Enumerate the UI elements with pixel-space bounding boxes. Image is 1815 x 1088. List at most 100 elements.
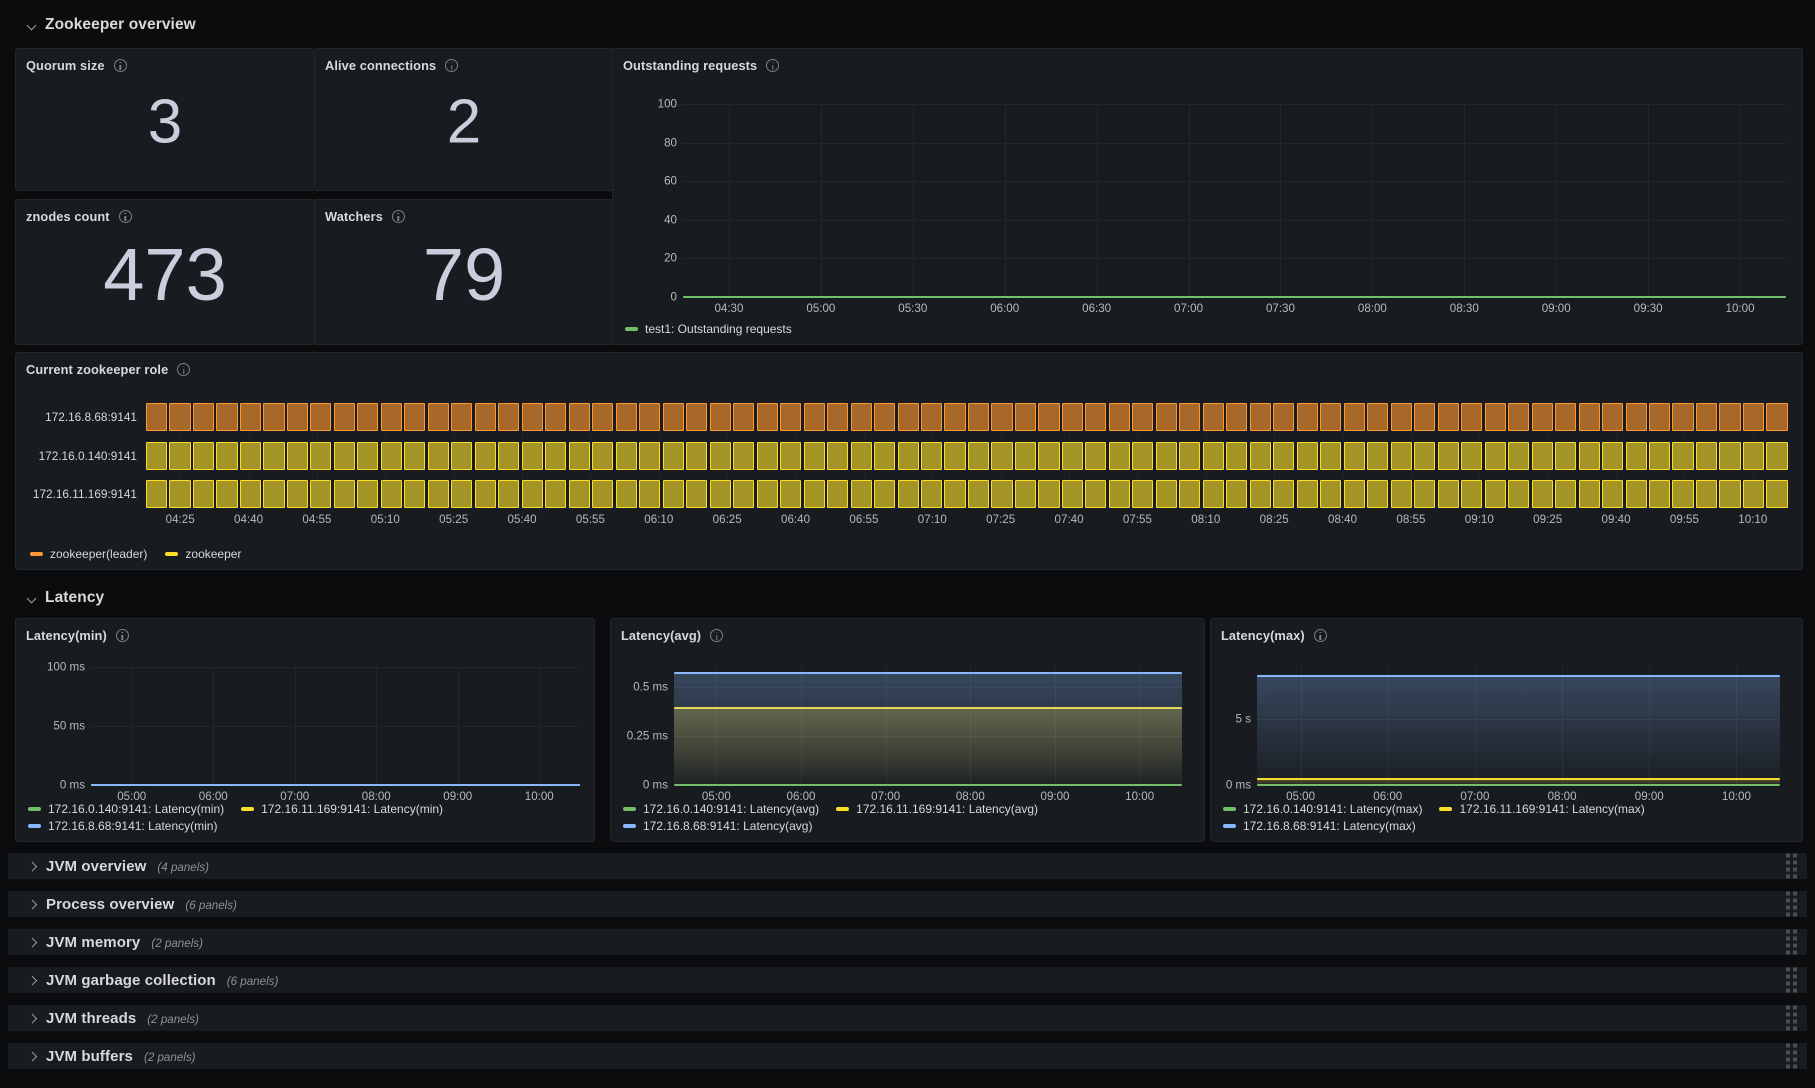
timeline-segment[interactable]	[1085, 441, 1107, 470]
timeline-segment[interactable]	[474, 441, 496, 470]
timeline-segment[interactable]	[592, 403, 614, 431]
timeline-segment[interactable]	[1461, 441, 1483, 470]
timeline-segment[interactable]	[733, 480, 755, 508]
timeline-segment[interactable]	[192, 480, 215, 508]
timeline-segment[interactable]	[920, 403, 943, 431]
timeline-segment[interactable]	[498, 480, 520, 508]
timeline-row-track[interactable]	[146, 403, 1788, 431]
timeline-segment[interactable]	[568, 403, 590, 431]
timeline-segment[interactable]	[780, 403, 802, 431]
timeline-segment[interactable]	[1390, 441, 1412, 470]
legend-item[interactable]: 172.16.0.140:9141: Latency(avg)	[623, 802, 819, 816]
timeline-segment[interactable]	[380, 480, 402, 508]
timeline-segment[interactable]	[1320, 480, 1342, 508]
timeline-segment[interactable]	[1625, 480, 1647, 508]
timeline-segment[interactable]	[733, 441, 755, 470]
timeline-segment[interactable]	[239, 403, 262, 431]
timeline-segment[interactable]	[686, 480, 708, 508]
timeline-segment[interactable]	[310, 441, 332, 470]
timeline-segment[interactable]	[920, 441, 943, 470]
timeline-segment[interactable]	[1508, 480, 1530, 508]
timeline-segment[interactable]	[1484, 441, 1506, 470]
timeline-segment[interactable]	[169, 480, 191, 508]
legend-item[interactable]: 172.16.8.68:9141: Latency(min)	[28, 819, 584, 833]
timeline-segment[interactable]	[568, 480, 590, 508]
timeline-segment[interactable]	[686, 441, 708, 470]
info-icon[interactable]	[391, 210, 405, 223]
timeline-segment[interactable]	[451, 480, 473, 508]
timeline-segment[interactable]	[521, 441, 543, 470]
timeline-segment[interactable]	[404, 441, 426, 470]
timeline-segment[interactable]	[169, 403, 191, 431]
info-icon[interactable]	[766, 59, 780, 72]
timeline-segment[interactable]	[1766, 441, 1788, 470]
timeline-segment[interactable]	[756, 480, 778, 508]
timeline-segment[interactable]	[1014, 480, 1037, 508]
timeline-segment[interactable]	[1343, 441, 1365, 470]
timeline-segment[interactable]	[474, 403, 496, 431]
timeline-segment[interactable]	[1320, 403, 1342, 431]
timeline-segment[interactable]	[1155, 441, 1177, 470]
timeline-segment[interactable]	[639, 441, 661, 470]
timeline-segment[interactable]	[146, 480, 168, 508]
timeline-segment[interactable]	[357, 480, 379, 508]
timeline-segment[interactable]	[1367, 480, 1389, 508]
drag-handle-icon[interactable]	[1786, 853, 1797, 879]
timeline-segment[interactable]	[1202, 403, 1224, 431]
timeline-segment[interactable]	[1555, 403, 1577, 431]
timeline-segment[interactable]	[1742, 441, 1765, 470]
timeline-segment[interactable]	[1531, 480, 1553, 508]
timeline-segment[interactable]	[1672, 441, 1694, 470]
collapsed-row-jvm-overview[interactable]: JVM overview (4 panels)	[8, 853, 1807, 879]
legend-item[interactable]: 172.16.0.140:9141: Latency(max)	[1223, 802, 1422, 816]
timeline-segment[interactable]	[1343, 403, 1365, 431]
timeline-segment[interactable]	[662, 441, 684, 470]
timeline-segment[interactable]	[1014, 441, 1037, 470]
timeline-segment[interactable]	[897, 441, 919, 470]
timeline-segment[interactable]	[803, 441, 825, 470]
timeline-segment[interactable]	[1108, 441, 1130, 470]
timeline-segment[interactable]	[662, 480, 684, 508]
timeline-segment[interactable]	[1367, 403, 1389, 431]
timeline-segment[interactable]	[1249, 441, 1271, 470]
timeline-segment[interactable]	[146, 441, 168, 470]
timeline-segment[interactable]	[1085, 403, 1107, 431]
timeline-segment[interactable]	[1085, 480, 1107, 508]
timeline-segment[interactable]	[1766, 403, 1788, 431]
timeline-segment[interactable]	[474, 480, 496, 508]
timeline-segment[interactable]	[1061, 441, 1083, 470]
timeline-segment[interactable]	[662, 403, 684, 431]
timeline-segment[interactable]	[639, 403, 661, 431]
row-header-latency[interactable]: Latency	[8, 583, 104, 615]
timeline-segment[interactable]	[827, 480, 849, 508]
info-icon[interactable]	[710, 629, 724, 642]
timeline-segment[interactable]	[756, 403, 778, 431]
timeline-segment[interactable]	[1555, 441, 1577, 470]
legend-item[interactable]: 172.16.8.68:9141: Latency(avg)	[623, 819, 1194, 833]
timeline-segment[interactable]	[897, 480, 919, 508]
timeline-segment[interactable]	[1014, 403, 1037, 431]
timeline-segment[interactable]	[1414, 403, 1436, 431]
timeline-segment[interactable]	[216, 480, 238, 508]
timeline-segment[interactable]	[263, 480, 285, 508]
panel-znodes-count[interactable]: znodes count 473	[15, 199, 315, 345]
timeline-segment[interactable]	[380, 403, 402, 431]
timeline-segment[interactable]	[333, 480, 355, 508]
timeline-segment[interactable]	[169, 441, 191, 470]
timeline-segment[interactable]	[286, 403, 308, 431]
info-icon[interactable]	[115, 629, 129, 642]
timeline-segment[interactable]	[1038, 403, 1060, 431]
legend-item[interactable]: test1: Outstanding requests	[625, 322, 792, 336]
timeline-segment[interactable]	[1296, 403, 1318, 431]
timeline-segment[interactable]	[427, 480, 449, 508]
timeline-segment[interactable]	[1132, 441, 1154, 470]
info-icon[interactable]	[113, 59, 127, 72]
timeline-segment[interactable]	[545, 441, 567, 470]
timeline-segment[interactable]	[1296, 480, 1318, 508]
timeline-segment[interactable]	[709, 441, 731, 470]
timeline-segment[interactable]	[451, 403, 473, 431]
